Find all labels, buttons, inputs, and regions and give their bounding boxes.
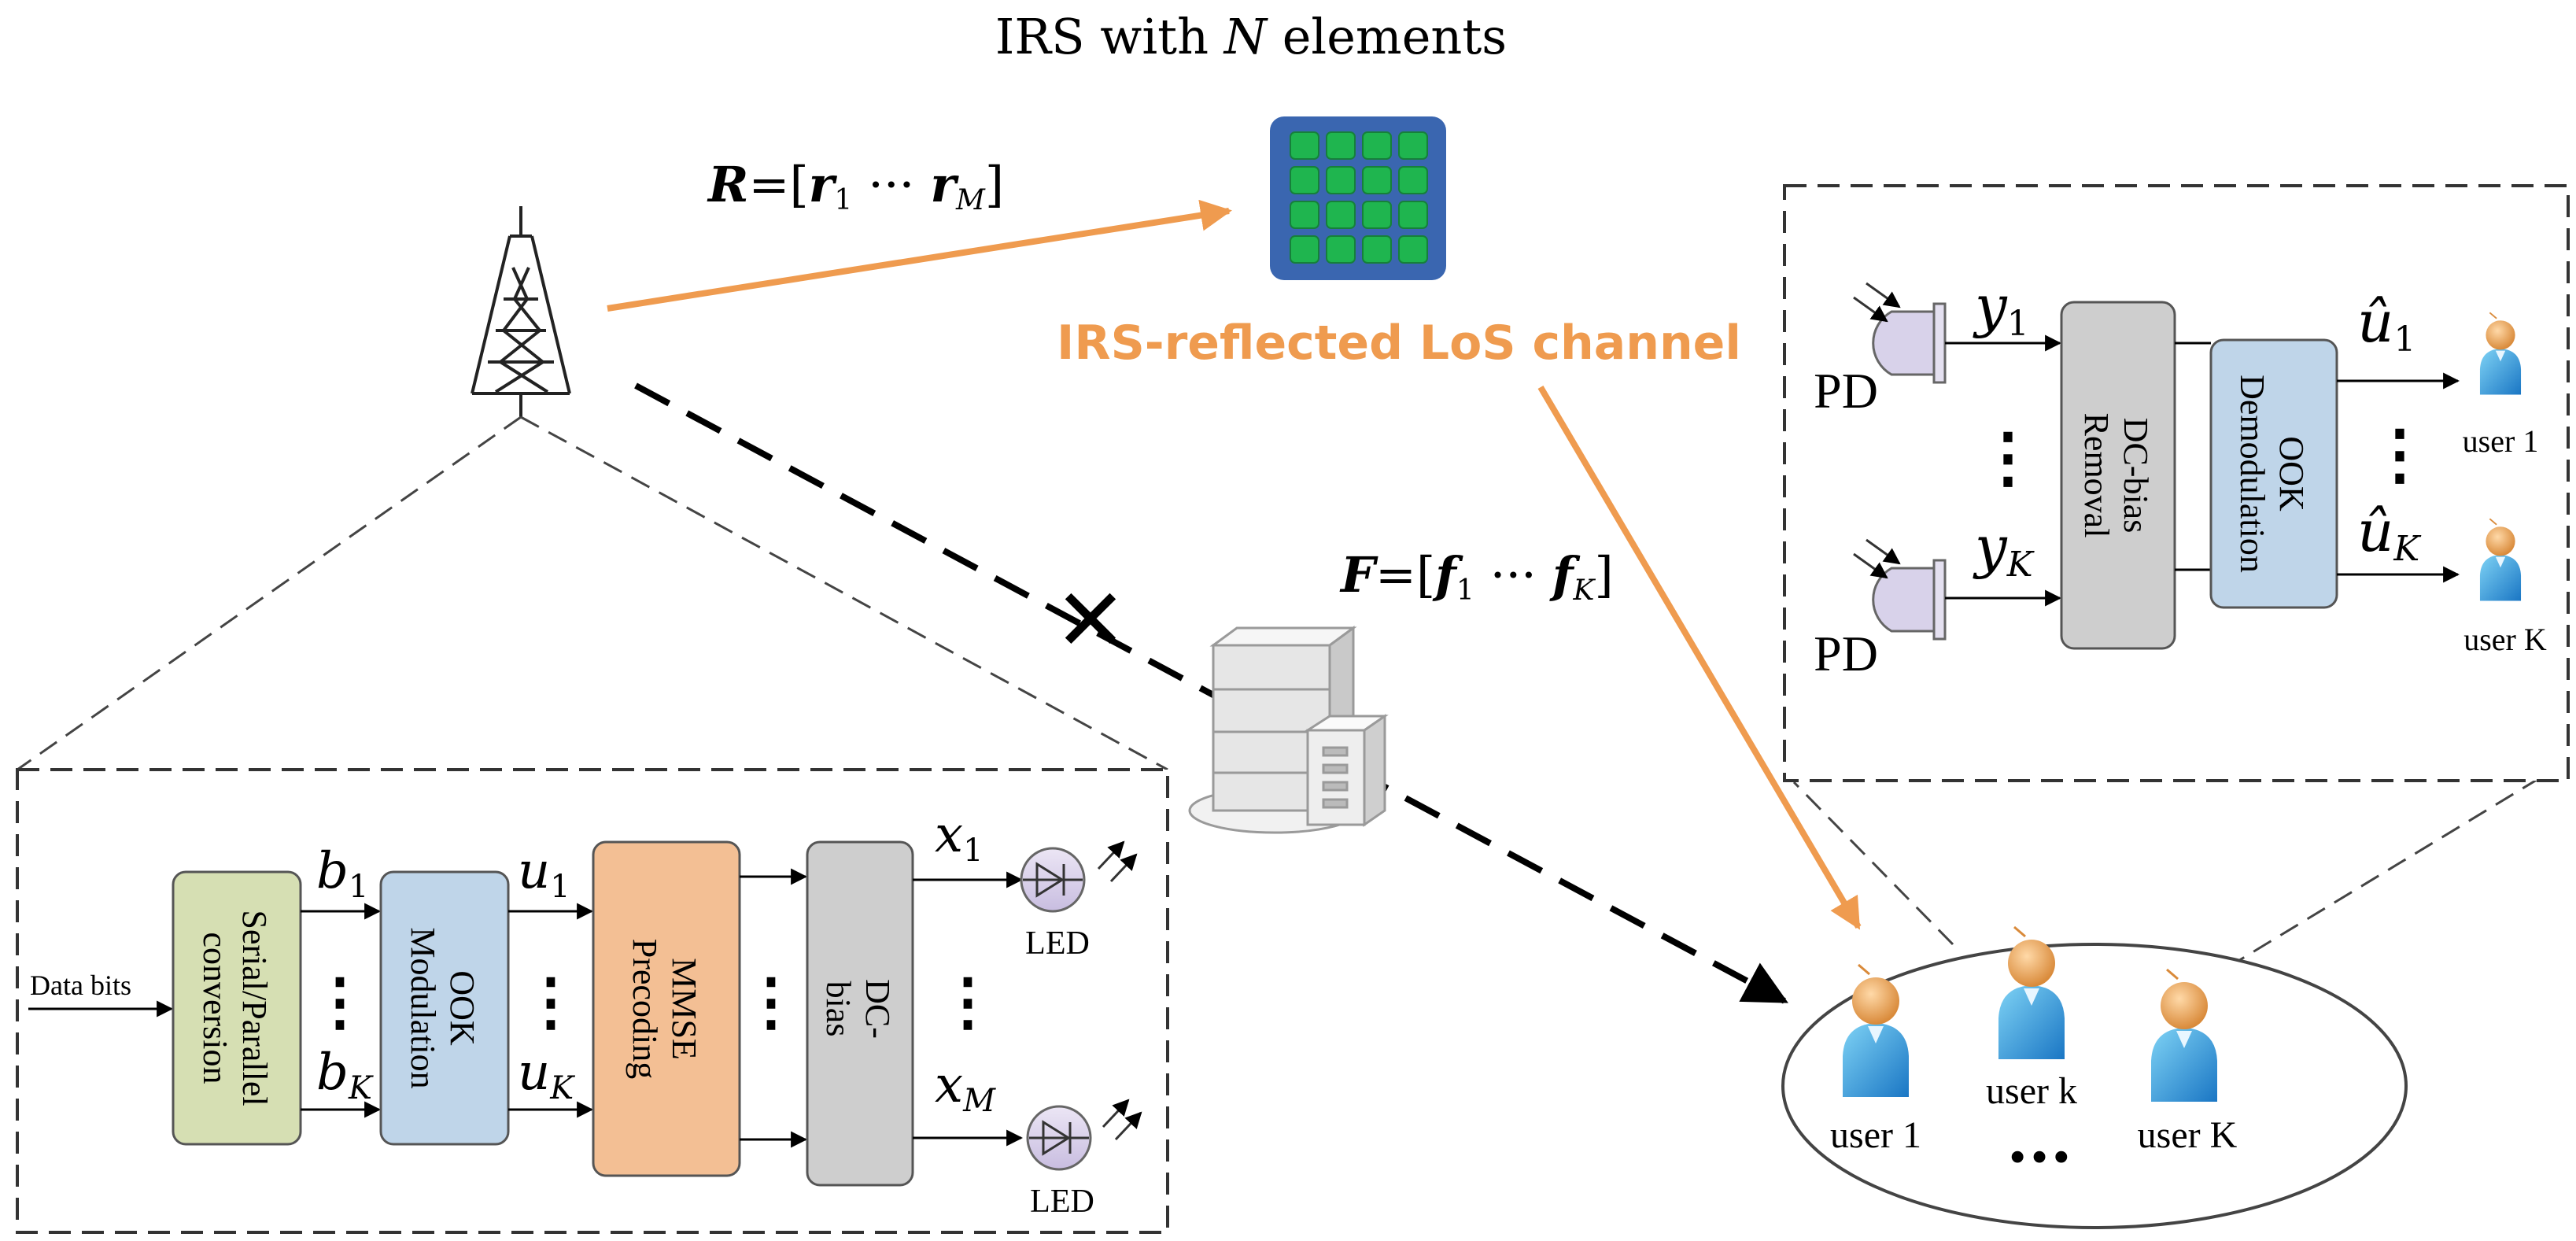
group-dots: ··· bbox=[2006, 1120, 2072, 1194]
led-icon bbox=[1020, 840, 1138, 913]
b1-label: b1 bbox=[316, 842, 368, 905]
dc-bias-removal-label: DC-biasRemoval bbox=[2077, 413, 2155, 538]
led-top-label: LED bbox=[1025, 925, 1090, 962]
bk-label: bK bbox=[316, 1043, 374, 1106]
base-station-tower-icon bbox=[471, 206, 571, 417]
dc-bias-removal-block bbox=[2060, 301, 2176, 650]
blocked-direct-path bbox=[634, 382, 1788, 1004]
ook-demodulation-label: OOKDemodulation bbox=[2233, 375, 2311, 573]
group-userK-label: user K bbox=[2138, 1114, 2238, 1156]
receiver-zoom-lines bbox=[1792, 760, 2567, 970]
serial-parallel-block bbox=[172, 870, 302, 1146]
irs-panel-icon bbox=[1270, 116, 1446, 280]
matrix-f-label: F=[f1···fK] bbox=[1339, 546, 1614, 607]
transmitter-zoom-lines bbox=[17, 416, 1168, 771]
pd-top-label: PD bbox=[1814, 363, 1878, 419]
receiver-user-bottom-label: user K bbox=[2463, 622, 2547, 657]
blocked-mark: ✕ bbox=[1054, 570, 1127, 670]
mmse-precoding-label: MMSEPrecoding bbox=[626, 939, 703, 1079]
x1-label: x1 bbox=[935, 806, 984, 869]
led-icon bbox=[1026, 1099, 1142, 1171]
ook-demodulation-block bbox=[2209, 338, 2338, 609]
serial-parallel-label: Serial/Parallelconversion bbox=[196, 910, 274, 1106]
led-bottom-label: LED bbox=[1030, 1184, 1094, 1220]
u1-label: u1 bbox=[518, 842, 570, 905]
receiver-user-top-label: user 1 bbox=[2463, 423, 2539, 459]
tower-to-irs-arrow bbox=[607, 199, 1232, 312]
mmse-dc-dots: ⋮ bbox=[740, 964, 803, 1038]
uk-label: uK bbox=[518, 1043, 575, 1106]
y1-label: y1 bbox=[1973, 273, 2029, 344]
mmse-precoding-block bbox=[592, 840, 741, 1177]
dc-bias-block bbox=[806, 840, 914, 1187]
uhat-dots: ⋮ bbox=[2367, 415, 2433, 493]
group-userk-label: user k bbox=[1986, 1070, 2077, 1112]
matrix-r-label: R=[r1···rM] bbox=[707, 156, 1004, 216]
irs-channel-label: IRS-reflected LoS channel bbox=[1057, 316, 1741, 371]
u-dots: ⋮ bbox=[519, 964, 582, 1038]
y-dots: ⋮ bbox=[1975, 418, 2041, 496]
building-obstacle-icon bbox=[1188, 626, 1389, 834]
receiver-detail-box bbox=[1783, 184, 2570, 782]
diagram-title: IRS with N elements bbox=[995, 8, 1507, 65]
b-dots: ⋮ bbox=[308, 964, 371, 1038]
group-user1-label: user 1 bbox=[1830, 1114, 1921, 1156]
xm-label: xM bbox=[935, 1056, 996, 1119]
users-group-ellipse bbox=[1781, 943, 2408, 1229]
uhat1-label: û1 bbox=[2357, 289, 2415, 360]
ook-modulation-label: OOKModulation bbox=[404, 927, 482, 1088]
uhatk-label: ûK bbox=[2357, 498, 2421, 569]
ook-modulation-block bbox=[379, 870, 510, 1146]
yk-label: yK bbox=[1973, 514, 2035, 585]
irs-to-users-arrow bbox=[1537, 385, 1862, 930]
dc-bias-label: DC-bias bbox=[819, 979, 897, 1039]
x-dots: ⋮ bbox=[936, 964, 999, 1038]
pd-bottom-label: PD bbox=[1814, 626, 1878, 681]
data-bits-label: Data bits bbox=[30, 970, 131, 1001]
photodetector-icon bbox=[1853, 538, 1947, 641]
photodetector-icon bbox=[1853, 282, 1947, 384]
